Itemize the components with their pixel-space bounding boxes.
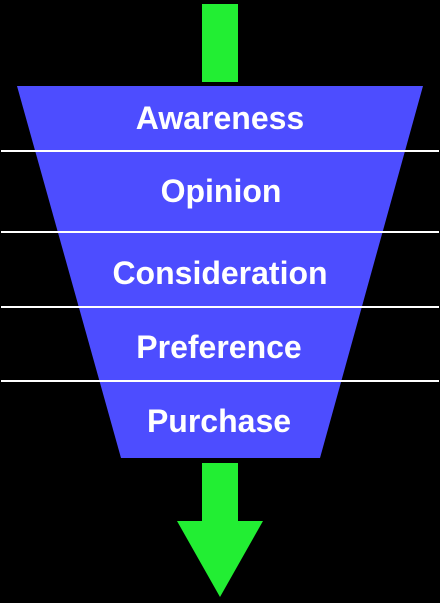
input-arrow-shaft-icon bbox=[202, 4, 238, 82]
output-arrow-down-icon bbox=[177, 463, 263, 597]
funnel-body bbox=[17, 86, 423, 458]
stage-label-preference: Preference bbox=[136, 329, 301, 365]
stage-label-awareness: Awareness bbox=[136, 100, 304, 136]
stage-label-purchase: Purchase bbox=[147, 403, 291, 439]
stage-label-consideration: Consideration bbox=[112, 255, 327, 291]
stage-label-opinion: Opinion bbox=[161, 173, 282, 209]
